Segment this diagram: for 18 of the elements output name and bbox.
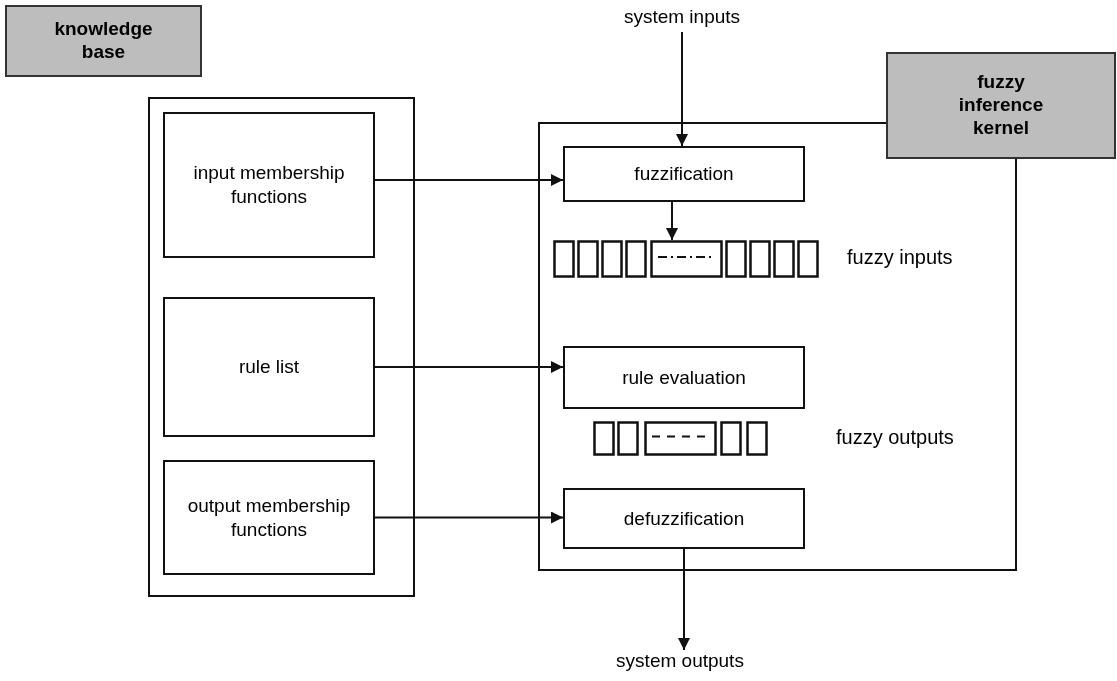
process-box: rule evaluation [563,346,805,409]
arrow [374,511,564,524]
value-array-drawing [553,240,819,278]
arrow [374,361,564,373]
arrow [374,174,564,186]
process-box: input membership functions [163,112,375,258]
arrow [678,548,690,651]
arrow [676,31,688,147]
process-box: output membership functions [163,460,375,575]
group-heading: knowledge base [5,5,202,77]
arrow [666,201,678,241]
note-text: fuzzy outputs [836,426,954,449]
data-label: fuzzy inputs [847,246,953,269]
group-heading: fuzzy inference kernel [886,52,1116,159]
value-array-drawing [593,421,769,456]
process-box: fuzzification [563,146,805,202]
process-box: defuzzification [563,488,805,549]
process-box: rule list [163,297,375,437]
